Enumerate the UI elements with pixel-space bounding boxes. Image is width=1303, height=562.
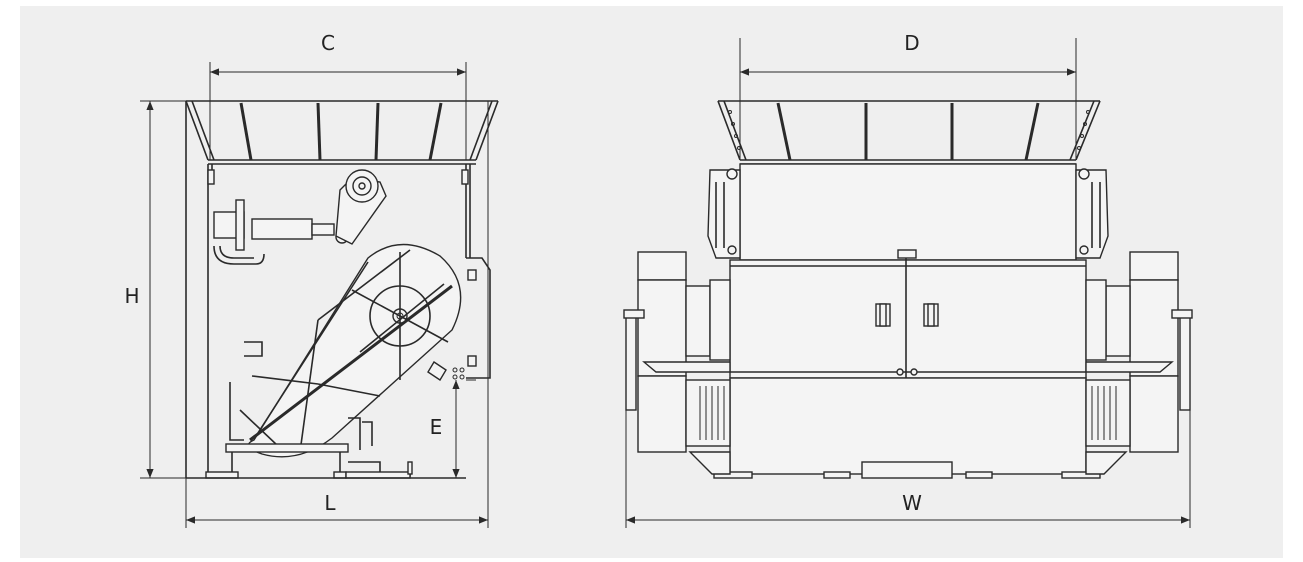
front-lower-housing <box>713 377 1101 479</box>
side-belt-cover <box>239 243 462 458</box>
side-frame-right <box>427 257 491 381</box>
dim-L <box>185 101 489 528</box>
label-W: W <box>902 491 922 515</box>
dim-W <box>625 410 1191 528</box>
dim-C <box>209 62 467 160</box>
label-D: D <box>904 31 919 55</box>
side-cylinder <box>213 169 387 265</box>
label-H: H <box>124 284 139 308</box>
dim-E <box>414 379 476 479</box>
front-hopper <box>717 100 1101 165</box>
front-main-housing <box>729 249 1087 379</box>
dim-D <box>739 38 1077 160</box>
front-bracket-left <box>707 168 741 259</box>
front-view: D W <box>623 31 1193 528</box>
side-body <box>185 101 471 478</box>
label-C: C <box>321 31 335 55</box>
front-bracket-right <box>1075 168 1109 259</box>
label-E: E <box>430 415 443 439</box>
label-L: L <box>324 491 336 515</box>
dim-H <box>140 100 208 479</box>
front-motor-right <box>1085 251 1193 475</box>
side-view: C H E L <box>124 31 499 528</box>
front-motor-left <box>623 251 731 475</box>
side-hopper <box>185 100 499 165</box>
front-upper-housing <box>739 163 1077 261</box>
